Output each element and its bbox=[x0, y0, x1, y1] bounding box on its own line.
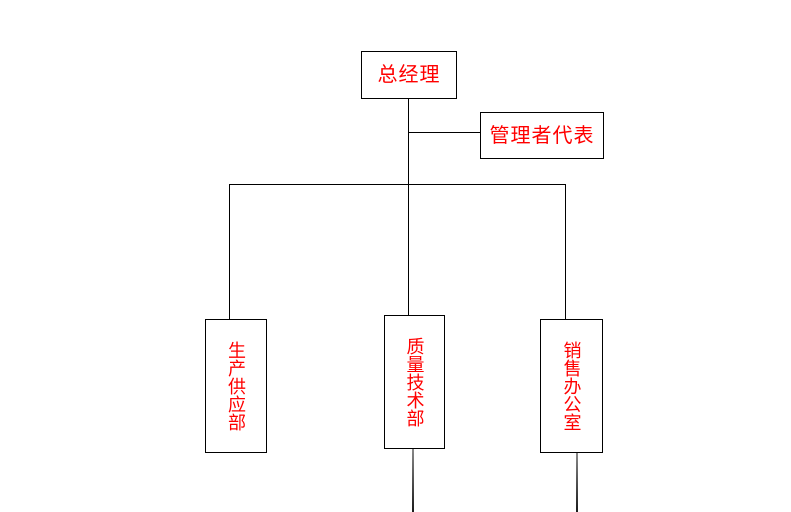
node-sales-office: 销售办公室 bbox=[540, 319, 603, 453]
connector-tail-below-quality-technology bbox=[412, 448, 414, 512]
node-general-manager: 总经理 bbox=[361, 51, 457, 99]
connector-tail-below-sales-office bbox=[576, 452, 578, 512]
node-production-supply-dept-label: 生产供应部 bbox=[226, 341, 246, 431]
node-sales-office-label: 销售办公室 bbox=[561, 341, 582, 431]
connector-general-manager-down bbox=[408, 99, 409, 185]
node-quality-technology-dept: 质量技术部 bbox=[384, 315, 445, 449]
node-general-manager-label: 总经理 bbox=[377, 64, 441, 86]
node-management-representative: 管理者代表 bbox=[480, 112, 604, 159]
connector-main-horizontal-rail bbox=[229, 184, 566, 185]
node-production-supply-dept: 生产供应部 bbox=[205, 319, 267, 453]
node-management-representative-label: 管理者代表 bbox=[489, 124, 595, 147]
connector-drop-sales-office bbox=[565, 184, 566, 319]
connector-drop-production-supply bbox=[229, 184, 230, 319]
node-quality-technology-dept-label: 质量技术部 bbox=[404, 337, 425, 427]
connector-drop-quality-technology bbox=[408, 184, 409, 315]
connector-branch-to-management-representative bbox=[408, 132, 480, 133]
